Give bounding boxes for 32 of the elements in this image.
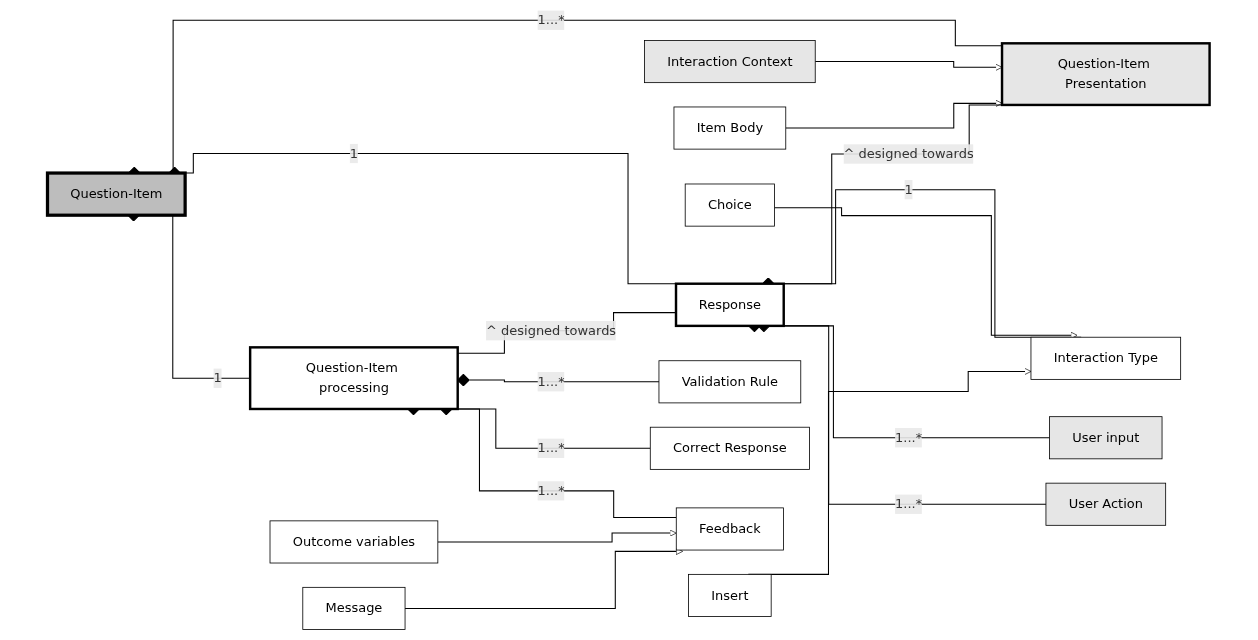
- edge-label: 1: [213, 370, 223, 386]
- class-diagram: 1...* 1 1 ^ designed towards 1 1...* 1...* ^ designed towards 1...* 1...* 1...* Question-Item Question-Item Presentation Interaction Context Item Body Response Interaction Type Choice Insert User input User Action Question-Item processing Validation Rule Correct Response Feedback Outcome variables Message: [41, 4, 1217, 636]
- arrow: [815, 61, 1003, 71]
- edge-label: 1...*: [538, 482, 566, 499]
- edge-label: 1...*: [895, 496, 923, 512]
- node-box: [302, 586, 406, 630]
- node-box: [1001, 42, 1212, 107]
- arrow: [437, 529, 678, 543]
- node-box: [676, 507, 785, 551]
- node-box: [674, 106, 787, 150]
- node-box: [249, 346, 460, 411]
- node-box: [644, 40, 817, 84]
- edge-label: 1...*: [538, 373, 566, 390]
- edge-label: 1...*: [538, 440, 566, 456]
- edge-label: ^ designed towards: [486, 322, 617, 339]
- arrow: [785, 99, 1003, 129]
- edge-label: ^ designed towards: [844, 145, 975, 162]
- node-box: [685, 183, 776, 227]
- edge-label: 1: [350, 145, 359, 161]
- node-box: [650, 426, 811, 470]
- node-box: [270, 520, 439, 564]
- node-box: [1031, 336, 1182, 380]
- arrow: [774, 207, 1079, 339]
- node-box: [1046, 482, 1167, 526]
- node-box: [688, 573, 773, 617]
- edge-label: 1...*: [895, 429, 923, 446]
- edge-label: 1...*: [538, 12, 566, 28]
- node-box: [659, 360, 802, 404]
- node-box: [46, 171, 188, 217]
- node-box: [675, 282, 786, 328]
- edge-label: 1: [904, 181, 914, 197]
- node-box: [1049, 416, 1163, 460]
